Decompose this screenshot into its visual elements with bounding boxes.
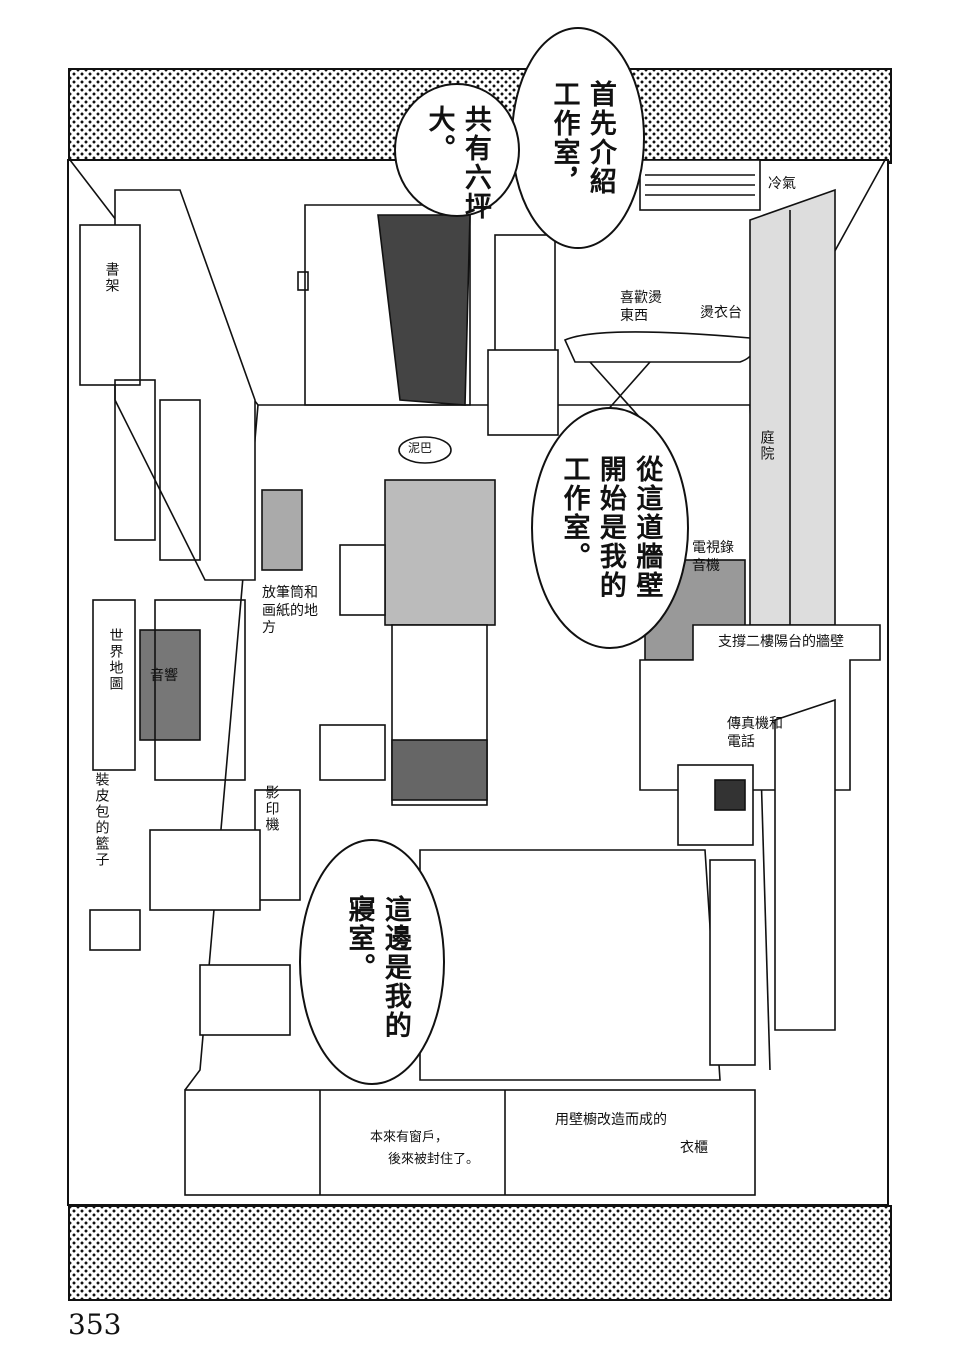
label-aircon: 冷氣 [768,176,796,192]
label-garden: 庭院 [758,430,775,462]
speech-bubble-bedroom: 這邊是我的寢室。 [343,895,411,1040]
label-window-line2: 後來被封住了。 [388,1152,480,1167]
label-window-line1: 本來有窗戶， [370,1130,449,1145]
label-bookshelf: 書架 [103,262,120,294]
speech-bubble-workroom: 從這道牆壁開始是我的工作室。 [558,455,663,600]
label-likes-ironing: 喜歡燙東西 [620,290,662,324]
label-closet-line1: 用壁櫥改造而成的 [555,1112,667,1128]
speech-bubble-size: 共有六坪大。 [423,105,491,221]
label-stereo: 音響 [150,668,178,684]
label-tv-recorder: 電視錄音機 [692,540,734,574]
label-ironing-board: 燙衣台 [700,305,742,321]
label-bag-basket: 裝皮包的籃子 [93,772,110,868]
speech-bubble-intro: 首先介紹工作室， [548,80,616,196]
label-fax-phone: 傳真機和電話 [727,716,783,750]
label-closet-line2: 衣櫃 [680,1140,708,1156]
label-balcony-wall: 支撐二樓陽台的牆壁 [718,634,844,650]
label-world-map: 世界地圖 [107,628,124,692]
label-pen-paper: 放筆筒和画紙的地方 [262,585,318,636]
label-copier: 影印機 [263,785,280,833]
label-mud: 泥巴 [408,441,433,455]
page-number: 353 [68,1308,122,1341]
